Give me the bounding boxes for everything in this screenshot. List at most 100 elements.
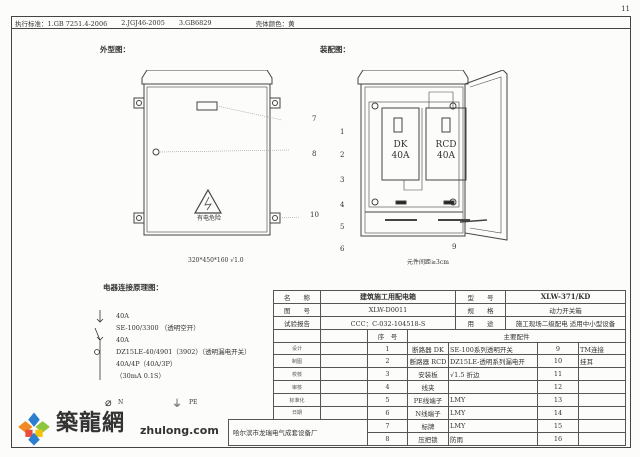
cell: 6	[367, 406, 408, 420]
cell: SE-100系列透明开关	[448, 341, 538, 356]
schematic-line: 40A	[116, 336, 129, 344]
cell: 5	[367, 393, 408, 408]
sign-label: 制图	[273, 354, 321, 369]
schematic-specs: 40A SE-100/3300 （透明空开） 40A DZ15LE-40/490…	[116, 310, 251, 382]
cell	[578, 418, 626, 433]
cell: 14	[537, 406, 579, 420]
cell	[320, 341, 368, 356]
assembly-view-drawing	[357, 70, 508, 241]
cell	[320, 367, 368, 382]
cell: 16	[537, 431, 579, 446]
cell: 2	[367, 354, 408, 369]
cell: 15	[537, 418, 579, 433]
cell	[320, 354, 368, 369]
cell: 标牌	[407, 418, 449, 433]
cell: 12	[537, 380, 579, 395]
cell	[578, 393, 626, 408]
cell: 图 号	[273, 302, 321, 317]
sign-label: 日期	[273, 406, 321, 420]
breaker-dk-type: DK	[393, 140, 408, 150]
cell: LMY	[448, 406, 538, 420]
cell: 13	[537, 393, 579, 408]
cell: CCC：C-032-104518-S	[320, 315, 456, 330]
breaker-rcd-rating: 40A	[437, 151, 455, 161]
cell: 试验报告	[273, 315, 321, 330]
cell: √1.5 折边	[448, 367, 538, 382]
callout-4: 4	[340, 201, 345, 209]
page-number: 11	[621, 5, 630, 13]
breaker-dk-rating: 40A	[391, 151, 410, 161]
n-label: N	[118, 399, 124, 406]
standard-item: 1.GB 7251.4-2006	[47, 19, 108, 28]
watermark-url: zhulong.com	[140, 424, 219, 437]
cell	[578, 431, 626, 446]
cell: 名 称	[273, 290, 321, 304]
schematic-line: （30mA 0.1S）	[116, 372, 165, 380]
sign-label: 审核	[273, 380, 321, 395]
cell: 动力开关箱	[505, 302, 626, 317]
seq-header: 序 号	[367, 328, 408, 343]
cell: 7	[367, 418, 408, 433]
schematic-line: 40A	[116, 312, 129, 320]
cell: LMY	[448, 418, 538, 433]
company-name: 哈尔滨市龙瑞电气成套设备厂	[228, 419, 367, 446]
callout-7: 7	[312, 115, 317, 123]
ground-icon: ⏚	[172, 399, 182, 410]
callout-1: 1	[340, 128, 345, 136]
schematic-line: DZ15LE-40/4901（3902）（透明漏电开关）	[116, 348, 251, 356]
callout-10: 10	[310, 211, 319, 219]
standard-item: 2.JGJ46-2005	[121, 18, 165, 27]
callout-8: 8	[312, 150, 317, 158]
n-terminal-icon: ⌀	[105, 396, 112, 409]
cell: 8	[367, 431, 408, 446]
callout-2: 2	[340, 151, 345, 159]
schematic-title: 电器连接原理图：	[103, 283, 163, 292]
cell: LMY	[448, 393, 538, 408]
parts-header: 主要配件	[407, 328, 626, 343]
schematic-line: SE-100/3300 （透明空开）	[116, 324, 200, 332]
cell: 安装板	[407, 367, 449, 382]
cell: 防雨	[448, 431, 538, 446]
cell: DZ15LE-透明系列漏电开	[448, 354, 538, 369]
cell: 10	[537, 354, 579, 369]
cell: 线夹	[407, 380, 449, 395]
standards-bar: 执行标准：1.GB 7251.4-2006 2.JGJ46-2005 3.GB6…	[11, 16, 631, 29]
cell: 9	[537, 341, 579, 356]
cell: 型 号	[455, 290, 506, 304]
cell	[578, 367, 626, 382]
schematic-line: 40A/4P（40A/3P）	[116, 360, 177, 368]
schematic-switch-symbol	[94, 310, 104, 380]
cell	[320, 380, 368, 395]
cell: PE线端子	[407, 393, 449, 408]
cell: 用 途	[455, 315, 506, 330]
callout-6: 6	[340, 245, 345, 253]
cell: 施工现场二级配电 适用中小型设备	[505, 315, 626, 330]
cell: 断路器 DK	[407, 341, 449, 356]
cell: 断路器 RCD	[407, 354, 449, 369]
shell-color: 壳体颜色：黄	[255, 19, 295, 28]
cell	[578, 406, 626, 420]
dimensions-label: 320*450*160 √1.0	[188, 257, 244, 264]
callout-5: 5	[340, 223, 345, 231]
standards-label: 执行标准：	[15, 19, 48, 28]
cell: XLW-D0011	[320, 302, 456, 317]
cell: 1	[367, 341, 408, 356]
external-view-title: 外型图：	[100, 45, 130, 54]
sign-label: 标准化	[273, 393, 321, 408]
breaker-rcd-type: RCD	[435, 140, 457, 150]
cell: N线端子	[407, 406, 449, 420]
sign-label: 设计	[273, 341, 321, 356]
cell: 建筑施工用配电箱	[320, 290, 456, 304]
cell: 压把锁	[407, 431, 449, 446]
